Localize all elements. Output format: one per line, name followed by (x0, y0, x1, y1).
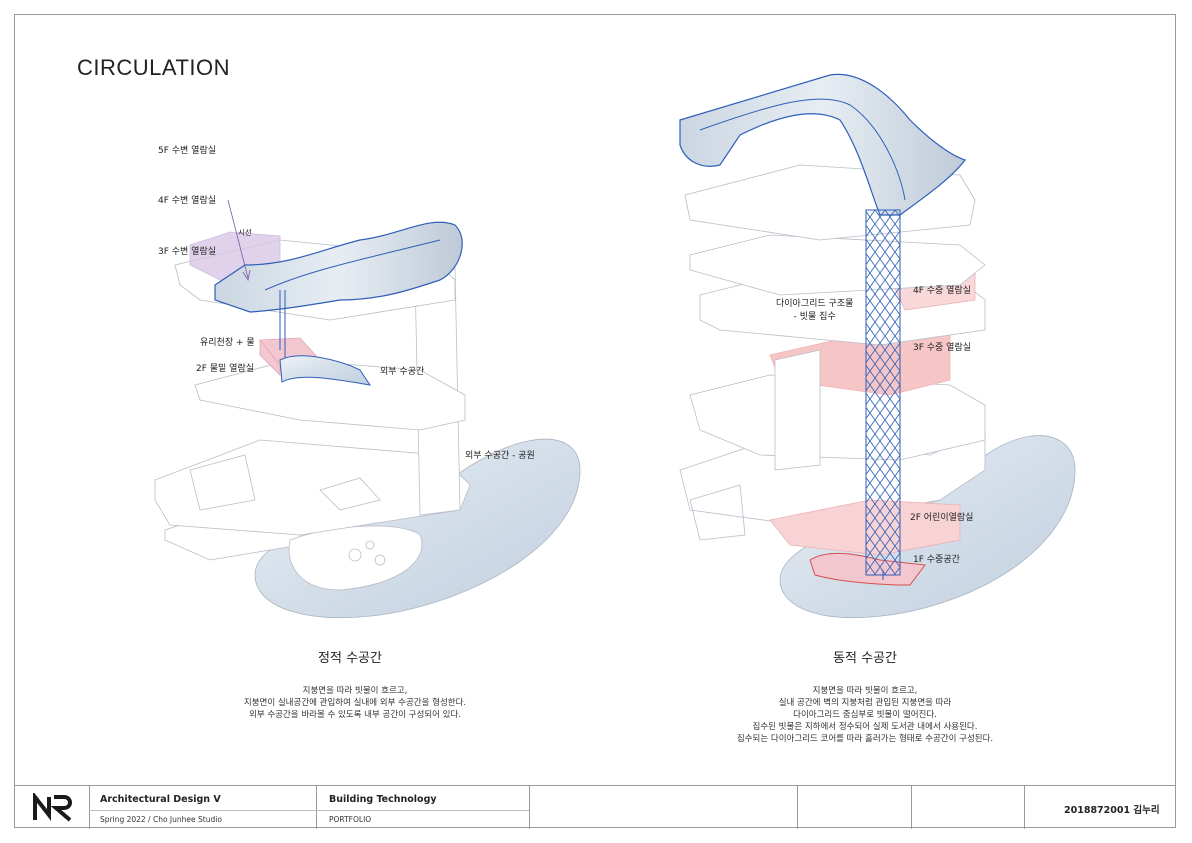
right-desc-line: 다이아그리드 중심부로 빗물이 떨어진다. (793, 710, 937, 720)
right-label-diagrid-line1: 다이아그리드 구조물 (776, 299, 854, 309)
page-title: CIRCULATION (77, 55, 230, 80)
portfolio-label: PORTFOLIO (329, 815, 372, 824)
studio-logo-icon (33, 793, 72, 822)
left-label-5f: 5F 수변 열람실 (158, 146, 217, 156)
right-label-3f: 3F 수중 열람실 (913, 343, 972, 353)
left-desc-line: 지붕면이 실내공간에 관입하여 실내에 외부 수공간을 형성한다. (243, 698, 467, 708)
right-label-1f: 1F 수중공간 (913, 555, 960, 565)
right-label-2f: 2F 어린이열람실 (910, 513, 974, 523)
course-name: Architectural Design V (100, 794, 221, 805)
left-label-sight: 시선 (238, 228, 252, 237)
left-label-2f: 2F 물밑 열람실 (196, 364, 255, 374)
left-desc-line: 외부 수공간을 바라볼 수 있도록 내부 공간이 구성되어 있다. (249, 710, 461, 720)
left-label-park: 외부 수공간 - 공원 (465, 451, 535, 461)
semester-studio: Spring 2022 / Cho Junhee Studio (100, 815, 222, 824)
right-desc-line: 집수된 빗물은 지하에서 정수되어 실제 도서관 내에서 사용된다. (752, 722, 978, 732)
right-label-diagrid-line2: - 빗물 집수 (793, 312, 836, 322)
right-caption: 동적 수공간 (833, 651, 897, 666)
left-desc-line: 지붕면을 따라 빗물이 흐르고, (302, 686, 408, 696)
right-label-4f: 4F 수중 열람실 (913, 286, 972, 296)
right-building-drawing (679, 73, 1076, 619)
right-desc-line: 실내 공간에 벽의 지붕처럼 관입된 지붕면을 따라 (778, 698, 952, 708)
left-water-roof (214, 221, 463, 313)
right-description: 지붕면을 따라 빗물이 흐르고, 실내 공간에 벽의 지붕처럼 관입된 지붕면을… (700, 685, 1030, 745)
left-building-drawing (154, 199, 581, 618)
diagrid-core (865, 209, 901, 576)
left-label-4f: 4F 수변 열람실 (158, 196, 217, 206)
left-label-outer: 외부 수공간 (380, 367, 425, 377)
subject-name: Building Technology (329, 794, 437, 805)
left-label-3f: 3F 수변 열람실 (158, 247, 217, 257)
title-block: Architectural Design V Spring 2022 / Cho… (14, 785, 1176, 829)
page-frame (14, 14, 1176, 828)
left-description: 지붕면을 따라 빗물이 흐르고, 지붕면이 실내공간에 관입하여 실내에 외부 … (190, 685, 520, 721)
right-desc-line: 집수되는 다이아그리드 코어를 따라 흘러가는 형태로 수공간이 구성된다. (736, 734, 994, 744)
student-id-name: 2018872001 김누리 (1064, 805, 1160, 816)
right-label-diagrid: 다이아그리드 구조물 - 빗물 집수 (776, 296, 853, 322)
left-caption: 정적 수공간 (318, 651, 382, 666)
right-desc-line: 지붕면을 따라 빗물이 흐르고, (812, 686, 918, 696)
left-label-glass: 유리천장 + 물 (200, 338, 255, 348)
